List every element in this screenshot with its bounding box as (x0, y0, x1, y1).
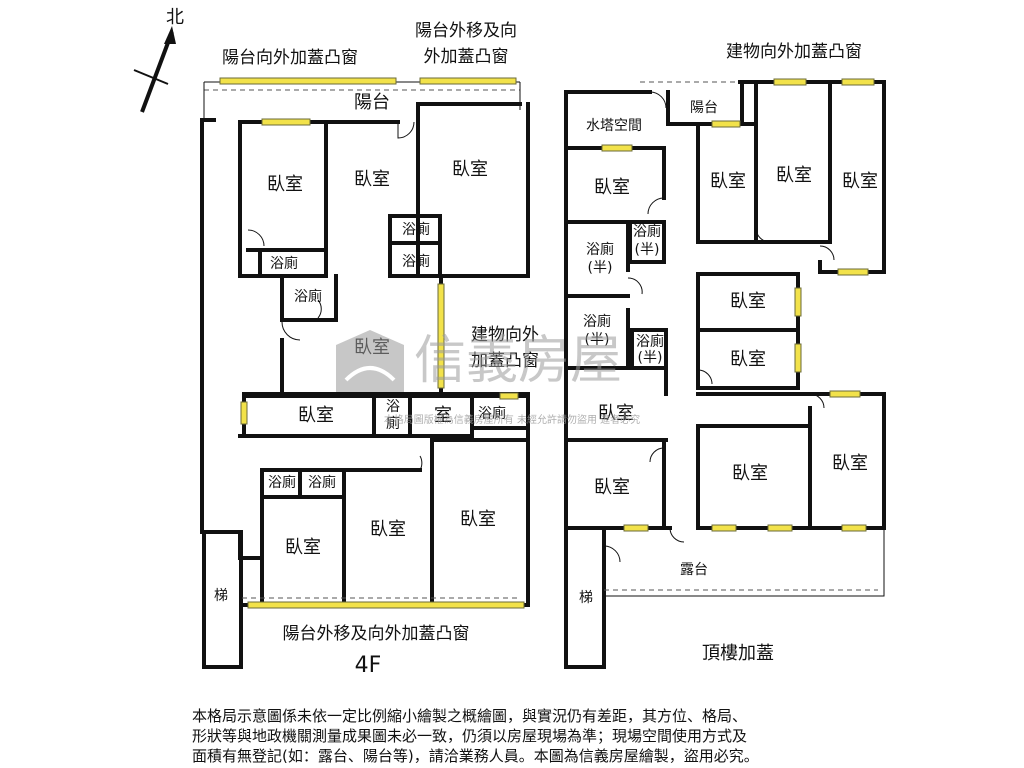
bath-4f-2: 浴廁 (402, 221, 430, 238)
bath-4f-4: 浴廁 (294, 288, 322, 305)
bedroom-4f-2: 臥室 (354, 169, 390, 190)
bath-4f-3: 浴廁 (402, 253, 430, 270)
bath-4f-1: 浴廁 (270, 255, 298, 272)
bedroom-roof-2: 臥室 (710, 171, 746, 192)
bath-4f-split-bottom: 廁 (386, 415, 400, 432)
north-label: 北 (166, 7, 184, 28)
bedroom-4f-7: 臥室 (370, 519, 406, 540)
bedroom-roof-4: 臥室 (842, 171, 878, 192)
left-plan-windows (219, 77, 525, 609)
bath-roof-4: 浴廁 (636, 333, 664, 350)
stairs-4f: 梯 (214, 588, 228, 604)
terrace-label: 露台 (680, 562, 708, 578)
disclaimer: 本格局示意圖係未依一定比例縮小繪製之概繪圖，與實況仍有差距，其方位、格局、 形狀… (192, 706, 832, 766)
note-balcony-bay-window: 陽台向外加蓋凸窗 (222, 48, 358, 68)
bedroom-4f-8: 臥室 (460, 509, 496, 530)
bath-roof-3: 浴廁 (583, 313, 611, 330)
disclaimer-line-3: 面積有無登記(如：露台、陽台等)，請洽業務人員。本圖為信義房屋繪製，盜用必究。 (192, 747, 759, 765)
room-4f: 室 (434, 405, 452, 426)
bath-4f-split-top: 浴 (386, 399, 400, 415)
note-roof-bay-window: 建物向外加蓋凸窗 (726, 42, 862, 62)
bath-4f-6: 浴廁 (268, 474, 296, 491)
balcony-label-roof: 陽台 (690, 100, 718, 116)
bath-roof-1: 浴廁 (586, 241, 614, 258)
balcony-label-4f: 陽台 (354, 92, 390, 113)
water-tower-space: 水塔空間 (586, 118, 642, 134)
watermark-brand: 信義房屋 (414, 331, 622, 391)
stairs-roof: 梯 (579, 590, 593, 606)
bath-4f-5: 浴廁 (478, 405, 506, 422)
bath-roof-1-half: (半) (588, 260, 613, 276)
disclaimer-line-2: 形狀等與地政機關測量成果圖未必一致，仍須以房屋現場為準；現場空間使用方式及 (192, 727, 748, 745)
note-balcony-move-line1: 陽台外移及向 (415, 21, 517, 41)
note-building-bay-line2: 加蓋凸窗 (471, 351, 539, 371)
bedroom-roof-10: 臥室 (832, 453, 868, 474)
bath-roof-2-half: (半) (635, 242, 660, 258)
rooftop-title: 頂樓加蓋 (702, 643, 774, 664)
bedroom-roof-7: 臥室 (598, 403, 634, 424)
watermark-fine-print: 本格局圖版權為信義房屋所有 未經允許請勿盜用 違者必究 (384, 413, 640, 426)
bath-roof-4-half: (半) (638, 350, 663, 366)
watermark-logo-icon (336, 330, 404, 392)
bedroom-roof-9: 臥室 (732, 463, 768, 484)
bedroom-roof-3: 臥室 (776, 165, 812, 186)
bedroom-4f-6: 臥室 (285, 537, 321, 558)
bedroom-roof-8: 臥室 (594, 477, 630, 498)
disclaimer-line-1: 本格局示意圖係未依一定比例縮小繪製之概繪圖，與實況仍有差距，其方位、格局、 (192, 707, 748, 725)
bedroom-roof-1: 臥室 (594, 177, 630, 198)
floor-label-4f: 4F (355, 653, 382, 678)
right-plan-windows (601, 78, 875, 532)
bedroom-4f-1: 臥室 (267, 174, 303, 195)
bedroom-4f-5: 臥室 (298, 405, 334, 426)
bath-roof-2: 浴廁 (633, 223, 661, 240)
bath-roof-3-half: (半) (585, 332, 610, 348)
north-arrow-icon (133, 26, 176, 113)
note-building-bay-line1: 建物向外 (471, 325, 539, 345)
bedroom-roof-6: 臥室 (730, 349, 766, 370)
note-balcony-move-line2: 外加蓋凸窗 (424, 47, 509, 67)
note-balcony-move-bottom: 陽台外移及向外加蓋凸窗 (283, 624, 470, 644)
bath-4f-7: 浴廁 (308, 474, 336, 491)
bedroom-roof-5: 臥室 (730, 291, 766, 312)
bedroom-4f-3: 臥室 (452, 159, 488, 180)
